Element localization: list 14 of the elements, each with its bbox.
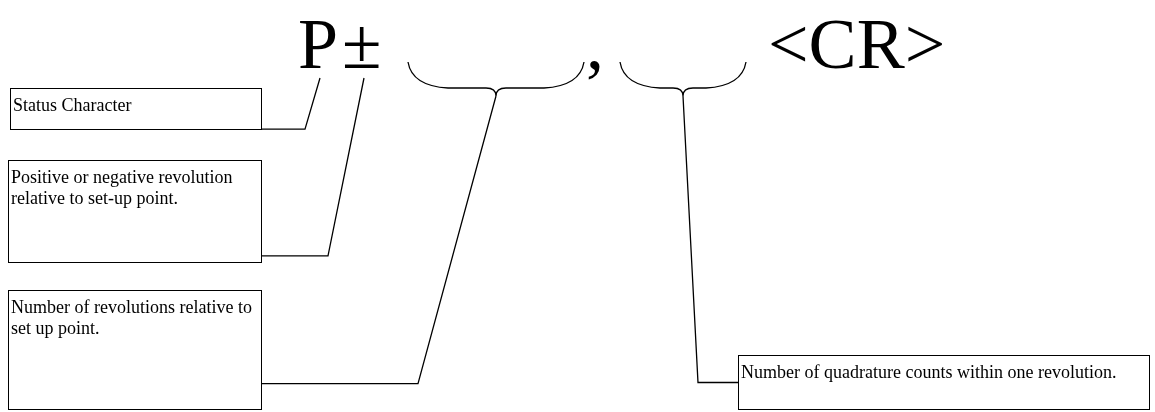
character-text: ± (342, 8, 382, 80)
brace (619, 61, 747, 97)
terminator-text: <CR> (768, 8, 946, 80)
comma-text: , (586, 8, 604, 80)
leader-line (261, 77, 321, 130)
leader-line (261, 95, 497, 385)
callout-box: Status Character (10, 88, 262, 130)
callout-box: Number of quadrature counts within one revolution. (738, 355, 1150, 410)
leader-line (261, 77, 365, 257)
leader-line (682, 95, 739, 384)
character-text: P (298, 8, 339, 80)
brace (407, 61, 585, 97)
callout-box: Number of revolutions relative to set up point. (8, 290, 262, 410)
callout-box: Positive or negative revolution relative to set-up point. (8, 160, 262, 263)
